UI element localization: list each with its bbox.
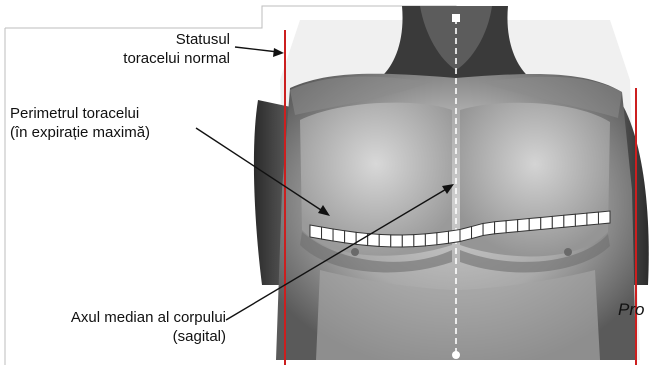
- right-nipple: [564, 248, 572, 256]
- corner-text: Pro: [618, 300, 644, 320]
- tape-segment: [437, 231, 449, 244]
- status-label-line2: toracelui normal: [60, 49, 230, 68]
- tape-segment: [552, 215, 564, 228]
- tape-segment: [322, 227, 334, 241]
- axis-label-line1: Axul median al corpului: [10, 308, 226, 327]
- tape-segment: [333, 229, 345, 243]
- median-axis-bottom-marker: [452, 351, 460, 359]
- tape-segment: [575, 213, 587, 226]
- tape-segment: [587, 212, 599, 225]
- status-pointer: [235, 47, 278, 52]
- tape-segment: [529, 217, 541, 230]
- axis-label-line2: (sagital): [10, 327, 226, 346]
- tape-segment: [472, 223, 484, 238]
- axis-label: Axul median al corpului (sagital): [10, 308, 226, 346]
- tape-segment: [402, 235, 414, 247]
- tape-segment: [564, 214, 576, 227]
- status-arrowhead: [273, 48, 284, 57]
- tape-segment: [541, 216, 553, 229]
- status-label: Statusul toracelui normal: [60, 30, 230, 68]
- tape-segment: [310, 225, 322, 239]
- status-label-line1: Statusul: [60, 30, 230, 49]
- perimeter-label: Perimetrul toracelui (în expirație maxim…: [10, 104, 150, 142]
- tape-segment: [391, 235, 403, 247]
- tape-segment: [414, 234, 426, 247]
- tape-segment: [379, 234, 391, 246]
- tape-segment: [425, 233, 437, 246]
- median-axis-top-marker: [452, 14, 460, 22]
- perimeter-label-line1: Perimetrul toracelui: [10, 104, 150, 123]
- tape-segment: [483, 222, 495, 236]
- tape-segment: [345, 231, 357, 245]
- tape-segment: [518, 219, 530, 232]
- tape-segment: [460, 227, 472, 242]
- tape-segment: [506, 220, 518, 233]
- left-nipple: [351, 248, 359, 256]
- perimeter-label-line2: (în expirație maximă): [10, 123, 150, 142]
- tape-segment: [598, 211, 610, 224]
- tape-segment: [448, 230, 460, 244]
- tape-segment: [495, 221, 507, 234]
